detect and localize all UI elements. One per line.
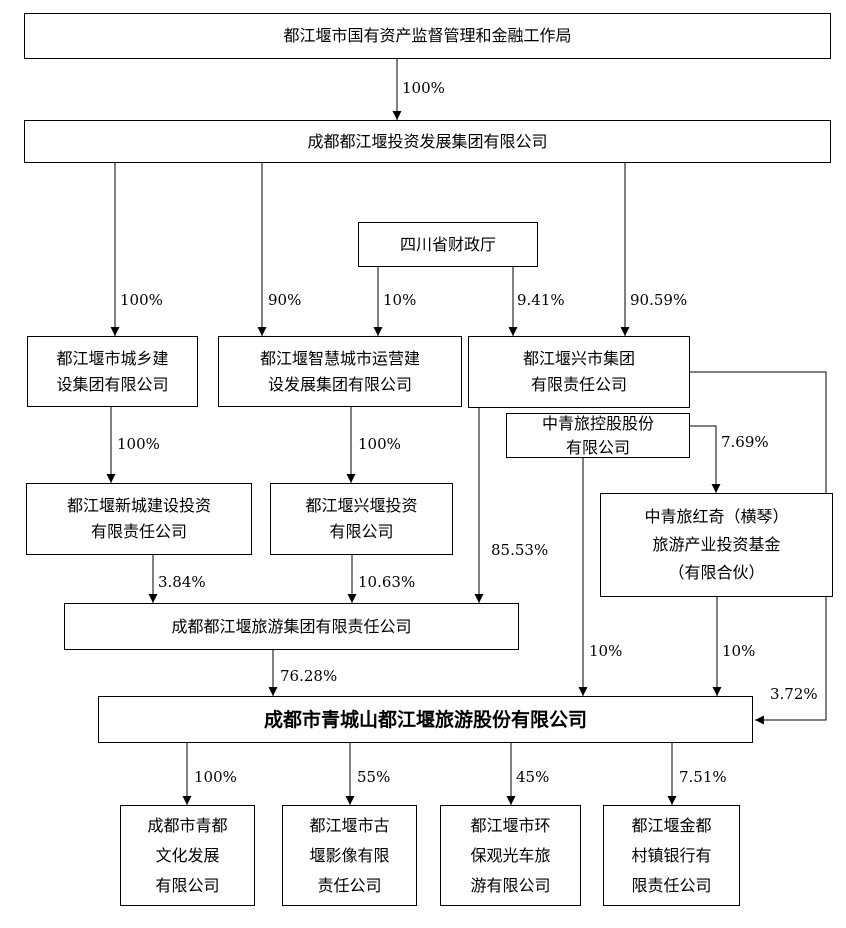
node-tourism-group: 成都都江堰旅游集团有限责任公司: [64, 603, 519, 650]
node-sub-bank: 都江堰金都 村镇银行有 限责任公司: [603, 805, 740, 906]
node-sub-qingdu: 成都市青都 文化发展 有限公司: [120, 805, 255, 906]
arrow-zhongqinglv-to-fund: [690, 425, 721, 493]
node-sub-guyan: 都江堰市古 堰影像有限 责任公司: [282, 805, 417, 906]
pct-urban-rural-to-xincheng: 100%: [117, 435, 160, 453]
pct-xincheng-to-tourism: 3.84%: [158, 573, 206, 591]
node-xincheng: 都江堰新城建设投资 有限责任公司: [26, 483, 252, 555]
pct-main-to-qingdu: 100%: [194, 768, 237, 786]
node-zhongqinglv: 中青旅控股股份 有限公司: [506, 413, 690, 458]
pct-zhongqinglv-to-main: 10%: [589, 642, 623, 660]
pct-investment-to-smart-city: 90%: [268, 291, 302, 309]
pct-main-to-bank: 7.51%: [679, 768, 727, 786]
node-xingyan: 都江堰兴堰投资 有限公司: [270, 483, 453, 555]
node-hongqi-fund: 中青旅红奇（横琴） 旅游产业投资基金 （有限合伙）: [600, 493, 833, 597]
pct-main-to-sightseeing: 45%: [516, 768, 550, 786]
pct-xingyan-to-tourism: 10.63%: [358, 573, 416, 591]
pct-finance-to-smart-city: 10%: [383, 291, 417, 309]
pct-finance-to-xingshi: 9.41%: [517, 291, 565, 309]
pct-investment-to-urban-rural: 100%: [120, 291, 163, 309]
pct-bureau-to-investment: 100%: [402, 79, 445, 97]
pct-xingshi-to-tourism: 85.53%: [491, 541, 549, 559]
pct-investment-to-xingshi: 90.59%: [630, 291, 688, 309]
pct-xingshi-to-main: 3.72%: [770, 685, 818, 703]
pct-zhongqinglv-to-fund: 7.69%: [721, 433, 769, 451]
node-smart-city: 都江堰智慧城市运营建 设发展集团有限公司: [218, 336, 462, 407]
node-urban-rural: 都江堰市城乡建 设集团有限公司: [27, 336, 198, 407]
pct-smart-city-to-xingyan: 100%: [358, 435, 401, 453]
pct-fund-to-main: 10%: [722, 642, 756, 660]
node-sichuan-finance: 四川省财政厅: [358, 222, 538, 267]
node-investment-group: 成都都江堰投资发展集团有限公司: [24, 120, 831, 163]
pct-main-to-guyan: 55%: [357, 768, 391, 786]
node-xingshi-group: 都江堰兴市集团 有限责任公司: [468, 336, 690, 408]
pct-tourism-to-main: 76.28%: [280, 667, 338, 685]
node-sub-sightseeing: 都江堰市环 保观光车旅 游有限公司: [440, 805, 581, 906]
node-main-company: 成都市青城山都江堰旅游股份有限公司: [98, 696, 753, 743]
node-bureau: 都江堰市国有资产监督管理和金融工作局: [24, 13, 831, 59]
